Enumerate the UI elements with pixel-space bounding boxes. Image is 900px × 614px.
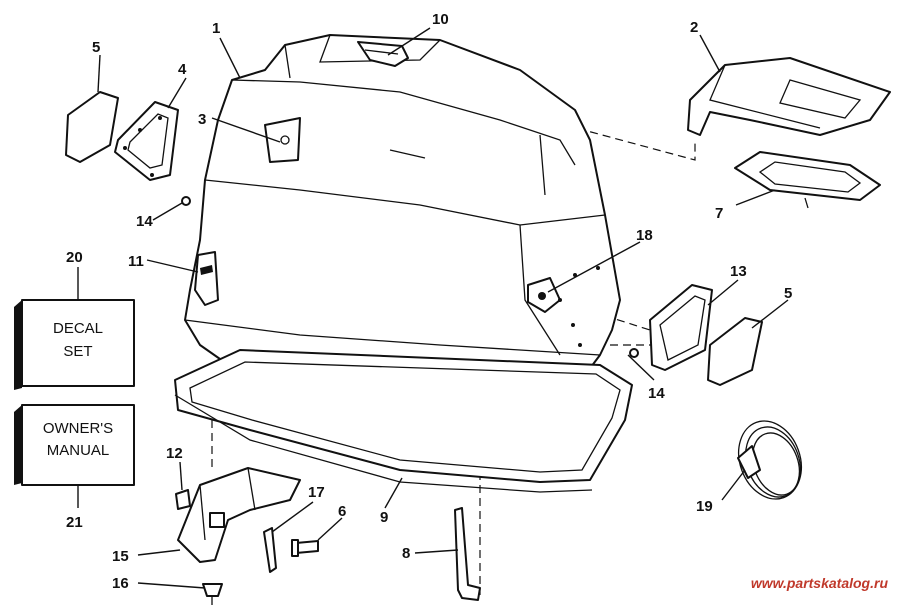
callout-7: 7 bbox=[715, 205, 723, 222]
callout-15: 15 bbox=[112, 548, 129, 565]
decal-box-line1: DECAL bbox=[53, 320, 103, 337]
screw-parts bbox=[181, 196, 639, 358]
owners-manual-box: OWNER'S MANUAL bbox=[14, 404, 135, 486]
window-plate-part bbox=[649, 284, 713, 371]
strap-part bbox=[263, 527, 277, 573]
callout-5-right: 5 bbox=[784, 285, 792, 302]
callout-9: 9 bbox=[380, 509, 388, 526]
decal-box-line2: SET bbox=[63, 343, 92, 360]
leader-lines bbox=[77, 27, 789, 589]
watermark-text: www.partskatalog.ru bbox=[751, 575, 889, 591]
callout-17: 17 bbox=[308, 484, 325, 501]
top-cover-part bbox=[687, 57, 891, 136]
callout-2: 2 bbox=[690, 19, 698, 36]
callout-8: 8 bbox=[402, 545, 410, 562]
callout-1: 1 bbox=[212, 20, 220, 37]
wire-coil-part bbox=[737, 420, 802, 500]
decal-set-box: DECAL SET bbox=[14, 299, 135, 390]
window-frame-part bbox=[114, 101, 179, 181]
rivet-part bbox=[202, 583, 223, 605]
callout-20: 20 bbox=[66, 249, 83, 266]
callout-11: 11 bbox=[128, 253, 144, 270]
callout-5-left: 5 bbox=[92, 39, 100, 56]
callout-6: 6 bbox=[338, 503, 346, 520]
lens-left-part bbox=[65, 91, 119, 163]
callout-14-right: 14 bbox=[648, 385, 665, 402]
callout-3: 3 bbox=[198, 111, 206, 128]
callout-19: 19 bbox=[696, 498, 713, 515]
bezel-ring-part bbox=[734, 151, 881, 209]
callout-21: 21 bbox=[66, 514, 83, 531]
small-clip-part bbox=[175, 489, 191, 510]
side-clip-part bbox=[194, 251, 219, 306]
cover-clip-part bbox=[264, 117, 301, 163]
manual-box-line1: OWNER'S bbox=[43, 420, 113, 437]
bolt-part bbox=[291, 539, 319, 557]
callout-18: 18 bbox=[636, 227, 653, 244]
grommet-part bbox=[527, 277, 561, 313]
callout-10: 10 bbox=[432, 11, 449, 28]
top-latch-part bbox=[357, 41, 409, 67]
callout-12: 12 bbox=[166, 445, 183, 462]
lens-right-part bbox=[707, 317, 763, 386]
manual-box-line2: MANUAL bbox=[47, 442, 110, 459]
callout-13: 13 bbox=[730, 263, 747, 280]
linkage-part bbox=[454, 507, 481, 601]
bracket-part bbox=[177, 467, 301, 563]
callout-4: 4 bbox=[178, 61, 187, 78]
callout-numbers: 1 2 3 4 5 5 6 7 8 9 10 11 12 13 14 14 15… bbox=[66, 11, 792, 592]
callout-16: 16 bbox=[112, 575, 129, 592]
callout-14-left: 14 bbox=[136, 213, 153, 230]
